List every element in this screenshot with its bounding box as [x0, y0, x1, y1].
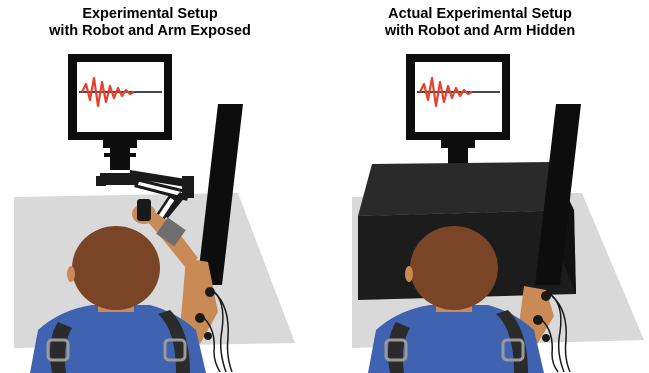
support-pole — [535, 104, 581, 285]
title-line-1: Experimental Setup — [82, 6, 218, 22]
participant-icon — [368, 226, 571, 373]
participant-icon — [30, 199, 233, 373]
signal-trace — [419, 76, 473, 108]
setup-exposed-illustration — [14, 54, 295, 373]
monitor-icon — [406, 54, 510, 170]
panel-title-hidden: Actual Experimental Setup with Robot and… — [330, 6, 630, 40]
setup-hidden-illustration — [352, 54, 644, 373]
title-line-2: with Robot and Arm Hidden — [384, 23, 576, 39]
panel-title-exposed: Experimental Setup with Robot and Arm Ex… — [0, 6, 300, 40]
signal-trace — [81, 76, 135, 108]
monitor-icon — [68, 54, 172, 170]
title-line-2: with Robot and Arm Exposed — [49, 23, 251, 39]
title-line-1: Actual Experimental Setup — [388, 6, 572, 22]
support-pole — [197, 104, 243, 285]
